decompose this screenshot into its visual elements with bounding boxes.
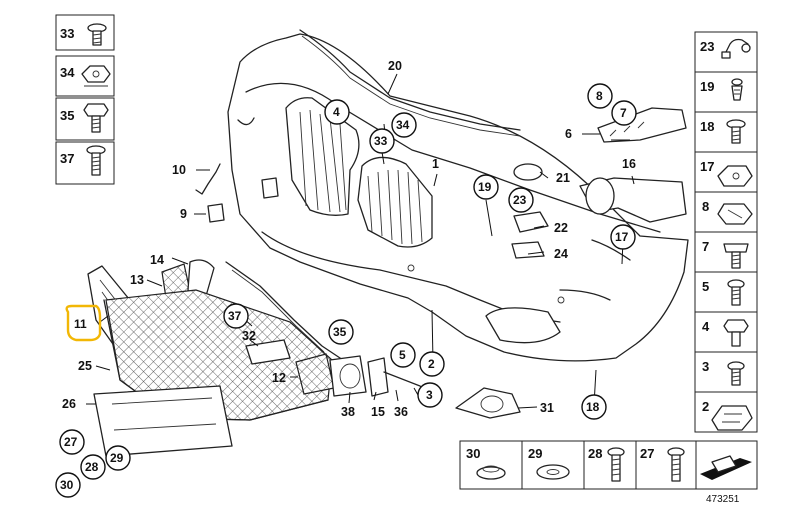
callout-38[interactable]: 38 <box>341 405 355 419</box>
callout-6[interactable]: 6 <box>565 127 572 141</box>
assembly-symbol-icon <box>700 455 752 480</box>
callout-4[interactable]: 4 <box>333 105 340 119</box>
part-32-bracket <box>245 339 291 365</box>
clip-nut-icon <box>81 65 111 87</box>
callout-21[interactable]: 21 <box>556 171 570 185</box>
right-item-23[interactable]: 23 <box>700 39 714 54</box>
callout-36[interactable]: 36 <box>394 405 408 419</box>
washer-icon <box>536 464 570 480</box>
grommet-icon <box>476 465 506 480</box>
callout-24[interactable]: 24 <box>554 247 568 261</box>
screw-icon <box>727 279 745 306</box>
left-item-35[interactable]: 35 <box>60 108 74 123</box>
callout-2[interactable]: 2 <box>428 357 435 371</box>
callout-37[interactable]: 37 <box>228 309 242 323</box>
right-parts-column: 23 19 18 17 8 7 5 4 3 2 <box>694 31 758 433</box>
hex-bolt-icon <box>723 319 749 347</box>
push-pin-icon <box>731 78 743 101</box>
callout-29[interactable]: 29 <box>110 451 124 465</box>
screw-icon <box>667 447 685 482</box>
callout-28[interactable]: 28 <box>85 460 99 474</box>
right-item-17[interactable]: 17 <box>700 159 714 174</box>
callout-14[interactable]: 14 <box>150 253 164 267</box>
screw-icon <box>723 243 749 269</box>
part-26-plate-bracket <box>93 385 233 457</box>
left-parts-column: 33 34 35 37 <box>55 14 115 185</box>
right-item-7[interactable]: 7 <box>702 239 709 254</box>
right-item-2[interactable]: 2 <box>702 399 709 414</box>
sensor-wire-icon <box>721 38 751 59</box>
callout-19[interactable]: 19 <box>478 180 492 194</box>
callout-30[interactable]: 30 <box>60 478 74 492</box>
callout-3[interactable]: 3 <box>426 388 433 402</box>
part-9-sensor-holder <box>207 203 225 223</box>
screw-icon <box>86 145 106 176</box>
right-item-4[interactable]: 4 <box>702 319 710 334</box>
left-item-33[interactable]: 33 <box>60 26 74 41</box>
bottom-item-30[interactable]: 30 <box>466 446 480 461</box>
left-item-34[interactable]: 34 <box>60 65 75 80</box>
callout-7[interactable]: 7 <box>620 106 627 120</box>
callout-12[interactable]: 12 <box>272 371 286 385</box>
part-15-bracket <box>367 357 389 397</box>
callout-18[interactable]: 18 <box>586 400 600 414</box>
part-21-tow-cap <box>513 163 543 181</box>
callout-16[interactable]: 16 <box>622 157 636 171</box>
screw-icon <box>87 23 107 46</box>
callout-5[interactable]: 5 <box>399 348 406 362</box>
part-31-fog-cover <box>455 387 521 419</box>
clip-nut-icon <box>717 165 753 187</box>
callout-34[interactable]: 34 <box>396 118 410 132</box>
part-6-bracket <box>597 107 687 143</box>
part-37-trim-strip <box>225 261 347 363</box>
callout-20[interactable]: 20 <box>388 59 402 73</box>
hex-bolt-icon <box>83 103 109 133</box>
bottom-parts-row: 30 29 28 27 473251 <box>459 440 758 505</box>
screw-icon <box>726 119 746 144</box>
leader-lines <box>86 73 635 409</box>
bottom-item-27[interactable]: 27 <box>640 446 654 461</box>
callout-10[interactable]: 10 <box>172 163 186 177</box>
screw-icon <box>727 361 745 386</box>
part-10-sensor <box>195 163 221 195</box>
callout-32[interactable]: 32 <box>242 329 256 343</box>
bottom-item-29[interactable]: 29 <box>528 446 542 461</box>
part-20-upper-strip <box>299 29 521 131</box>
callout-33[interactable]: 33 <box>374 134 388 148</box>
bottom-item-28[interactable]: 28 <box>588 446 602 461</box>
highlight-marker <box>65 304 102 342</box>
callout-26[interactable]: 26 <box>62 397 76 411</box>
spring-clip-icon <box>717 203 753 225</box>
part-38-fog-bezel <box>329 355 367 397</box>
callout-11[interactable]: 11 <box>74 317 87 331</box>
right-item-19[interactable]: 19 <box>700 79 714 94</box>
callout-22[interactable]: 22 <box>554 221 568 235</box>
callout-9[interactable]: 9 <box>180 207 187 221</box>
callout-23[interactable]: 23 <box>513 193 527 207</box>
diagram-reference-number: 473251 <box>706 494 740 505</box>
right-item-18[interactable]: 18 <box>700 119 714 134</box>
right-item-3[interactable]: 3 <box>702 359 709 374</box>
left-item-37[interactable]: 37 <box>60 151 74 166</box>
right-item-8[interactable]: 8 <box>702 199 709 214</box>
callout-31[interactable]: 31 <box>540 401 554 415</box>
callouts: 20 1 6 21 22 24 16 10 9 14 13 25 26 32 1… <box>55 59 637 498</box>
callout-8[interactable]: 8 <box>596 89 603 103</box>
right-item-5[interactable]: 5 <box>702 279 709 294</box>
callout-1[interactable]: 1 <box>432 157 439 171</box>
callout-27[interactable]: 27 <box>64 435 78 449</box>
callout-25[interactable]: 25 <box>78 359 92 373</box>
callout-13[interactable]: 13 <box>130 273 144 287</box>
screw-icon <box>607 447 625 482</box>
callout-35[interactable]: 35 <box>333 325 347 339</box>
callout-17[interactable]: 17 <box>615 230 629 244</box>
part-24-bracket <box>511 241 545 259</box>
callout-15[interactable]: 15 <box>371 405 385 419</box>
u-clip-icon <box>711 405 753 431</box>
